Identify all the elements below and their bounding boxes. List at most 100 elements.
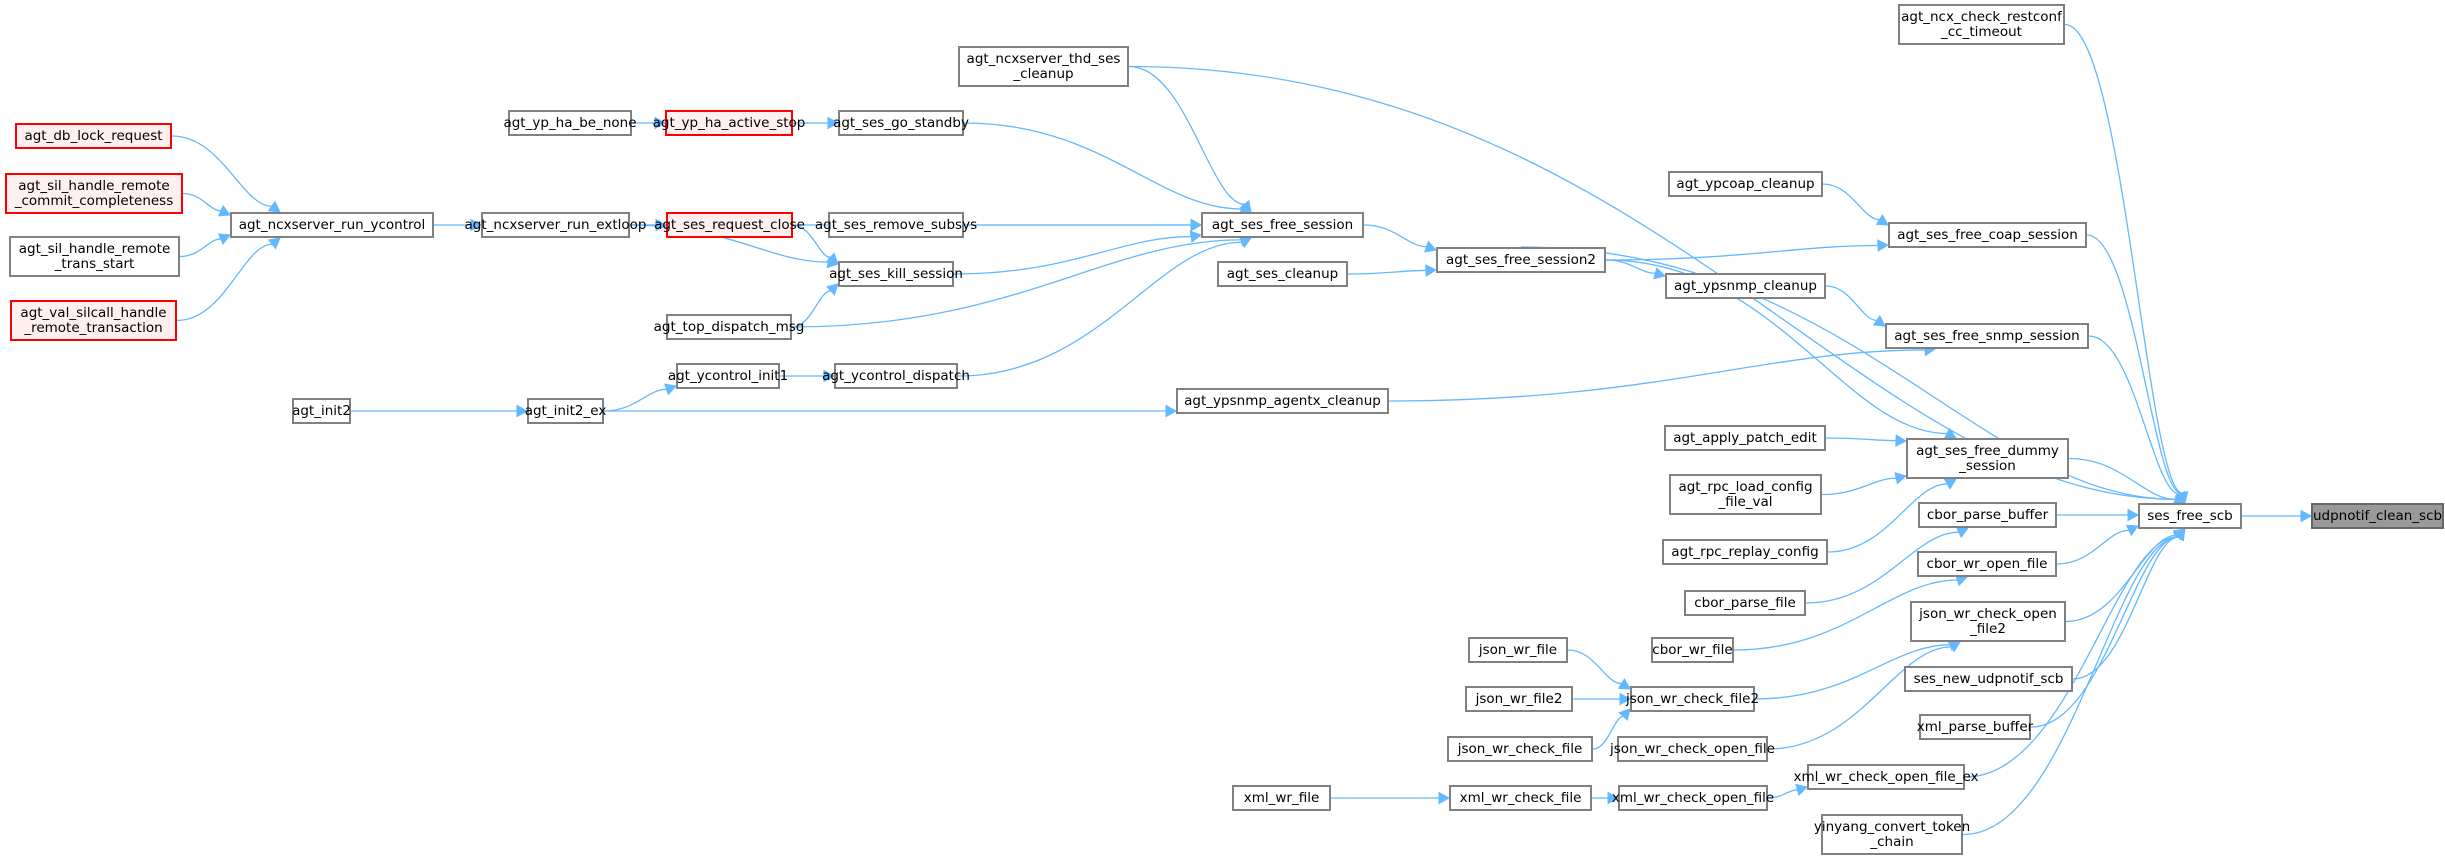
node-ses-new-udpnotif-scb[interactable]: ses_new_udpnotif_scb — [1904, 666, 2073, 692]
node-label: agt_ncxserver_run_ycontrol — [238, 216, 426, 233]
node-label: xml_parse_buffer — [1916, 718, 2034, 735]
node-label: cbor_parse_file — [1694, 594, 1796, 611]
node-agt-init2-ex[interactable]: agt_init2_ex — [525, 398, 606, 424]
node-xml-wr-file[interactable]: xml_wr_file — [1232, 785, 1331, 811]
node-agt-ses-free-dummy-session[interactable]: agt_ses_free_dummy _session — [1906, 438, 2069, 479]
edge-xml-parse-buffer-to-ses-free-scb — [2030, 536, 2179, 728]
arrowhead-icon — [2125, 524, 2139, 537]
node-agt-ses-free-snmp-session[interactable]: agt_ses_free_snmp_session — [1885, 323, 2089, 349]
arrowhead-icon — [1894, 472, 1908, 485]
edge-agt-ses-kill-session-to-agt-ses-free-session — [953, 235, 1192, 275]
edge-json-wr-check-file-to-json-wr-check-file2 — [1592, 715, 1624, 750]
edge-yinyang-convert-token-chain-to-ses-free-scb — [1962, 536, 2179, 836]
node-agt-ycontrol-dispatch[interactable]: agt_ycontrol_dispatch — [822, 363, 970, 389]
edge-agt-ycontrol-dispatch-to-agt-ses-free-session — [957, 241, 1242, 377]
node-agt-yp-ha-be-none[interactable]: agt_yp_ha_be_none — [503, 110, 637, 136]
node-label: agt_ses_free_snmp_session — [1894, 327, 2080, 344]
edge-xml-wr-check-open-file-ex-to-ses-free-scb — [1964, 535, 2179, 778]
arrowhead-icon — [823, 369, 836, 383]
node-xml-wr-check-open-file-ex[interactable]: xml_wr_check_open_file_ex — [1793, 764, 1979, 790]
node-yinyang-convert-token-chain[interactable]: yinyang_convert_token _chain — [1814, 814, 1970, 855]
node-label: agt_ses_free_session2 — [1446, 251, 1596, 268]
node-agt-ses-remove-subsys[interactable]: agt_ses_remove_subsys — [815, 212, 977, 238]
edge-agt-top-dispatch-msg-to-agt-ses-kill-session — [791, 290, 831, 328]
node-agt-ses-go-standby[interactable]: agt_ses_go_standby — [833, 110, 969, 136]
edge-agt-ses-free-session-to-agt-ses-free-session2 — [1363, 224, 1427, 248]
node-json-wr-file[interactable]: json_wr_file — [1468, 637, 1568, 663]
edge-agt-ypsnmp-agentx-cleanup-to-agt-ses-free-snmp-session — [1388, 349, 1926, 402]
node-label: agt_val_silcall_handle _remote_transacti… — [20, 304, 167, 336]
node-label: agt_top_dispatch_msg — [653, 318, 805, 335]
node-label: agt_yp_ha_be_none — [503, 114, 637, 131]
node-agt-rpc-load-config-file-val[interactable]: agt_rpc_load_config _file_val — [1669, 474, 1822, 515]
node-label: agt_sil_handle_remote _commit_completene… — [14, 177, 174, 209]
edge-agt-db-lock-request-to-agt-ncxserver-run-ycontrol — [171, 135, 272, 207]
node-label: xml_wr_file — [1243, 789, 1320, 806]
node-agt-init2[interactable]: agt_init2 — [292, 398, 351, 424]
node-label: agt_init2 — [292, 402, 351, 419]
node-json-wr-check-file2[interactable]: json_wr_check_file2 — [1626, 686, 1759, 712]
node-agt-ncx-check-restconf-cc-timeout[interactable]: agt_ncx_check_restconf _cc_timeout — [1898, 4, 2065, 45]
node-label: cbor_wr_open_file — [1926, 555, 2048, 572]
edge-agt-ses-free-session2-to-agt-ypsnmp-cleanup — [1605, 259, 1656, 275]
edge-agt-ses-free-session2-to-agt-ses-free-dummy-session — [1605, 259, 1948, 435]
node-label: agt_yp_ha_active_stop — [652, 114, 806, 131]
arrowhead-icon — [1895, 434, 1908, 447]
node-label: xml_wr_check_open_file_ex — [1793, 768, 1979, 785]
node-xml-wr-check-open-file[interactable]: xml_wr_check_open_file — [1612, 785, 1774, 811]
arrowhead-icon — [1165, 404, 1178, 418]
node-agt-ses-free-session[interactable]: agt_ses_free_session — [1201, 212, 1364, 238]
node-agt-ses-cleanup[interactable]: agt_ses_cleanup — [1217, 261, 1348, 287]
arrowhead-icon — [1947, 641, 1961, 653]
node-agt-sil-handle-remote-trans-start[interactable]: agt_sil_handle_remote _trans_start — [9, 236, 180, 277]
node-ses-free-scb[interactable]: ses_free_scb — [2138, 503, 2242, 529]
node-cbor-wr-file[interactable]: cbor_wr_file — [1651, 637, 1734, 663]
node-agt-apply-patch-edit[interactable]: agt_apply_patch_edit — [1664, 425, 1826, 451]
node-agt-ypsnmp-cleanup[interactable]: agt_ypsnmp_cleanup — [1665, 273, 1826, 299]
edge-agt-ses-cleanup-to-agt-ses-free-session2 — [1347, 269, 1427, 275]
node-label: agt_apply_patch_edit — [1673, 429, 1817, 446]
node-agt-rpc-replay-config[interactable]: agt_rpc_replay_config — [1662, 539, 1828, 565]
node-agt-ncxserver-thd-ses-cleanup[interactable]: agt_ncxserver_thd_ses _cleanup — [958, 46, 1129, 87]
arrowhead-icon — [1425, 264, 1438, 277]
node-agt-ycontrol-init1[interactable]: agt_ycontrol_init1 — [668, 363, 788, 389]
node-agt-ses-free-coap-session[interactable]: agt_ses_free_coap_session — [1888, 222, 2087, 248]
node-json-wr-check-open-file[interactable]: json_wr_check_open_file — [1610, 736, 1775, 762]
node-xml-parse-buffer[interactable]: xml_parse_buffer — [1916, 714, 2034, 740]
node-label: agt_ypsnmp_cleanup — [1674, 277, 1817, 294]
node-label: cbor_wr_file — [1652, 641, 1733, 658]
node-xml-wr-check-file[interactable]: xml_wr_check_file — [1449, 785, 1592, 811]
node-cbor-parse-buffer[interactable]: cbor_parse_buffer — [1918, 502, 2057, 528]
node-cbor-parse-file[interactable]: cbor_parse_file — [1684, 590, 1806, 616]
node-label: agt_sil_handle_remote _trans_start — [18, 240, 171, 272]
edge-cbor-wr-open-file-to-ses-free-scb — [2056, 529, 2129, 565]
node-agt-ncxserver-run-ycontrol[interactable]: agt_ncxserver_run_ycontrol — [230, 212, 434, 238]
node-agt-ses-kill-session[interactable]: agt_ses_kill_session — [829, 261, 963, 287]
edge-agt-ses-free-session2-to-agt-ses-free-coap-session — [1605, 244, 1879, 261]
node-json-wr-check-file[interactable]: json_wr_check_file — [1447, 736, 1593, 762]
node-cbor-wr-open-file[interactable]: cbor_wr_open_file — [1917, 551, 2057, 577]
node-agt-ses-request-close[interactable]: agt_ses_request_close — [654, 212, 805, 238]
node-label: agt_ses_go_standby — [833, 114, 969, 131]
node-label: yinyang_convert_token _chain — [1813, 818, 1971, 850]
node-label: json_wr_check_open _file2 — [1919, 605, 2057, 637]
edge-agt-ses-go-standby-to-agt-ses-free-session — [963, 122, 1242, 210]
arrowhead-icon — [825, 252, 839, 265]
node-agt-db-lock-request[interactable]: agt_db_lock_request — [15, 123, 172, 149]
node-json-wr-file2[interactable]: json_wr_file2 — [1465, 686, 1573, 712]
node-agt-yp-ha-active-stop[interactable]: agt_yp_ha_active_stop — [653, 110, 805, 136]
edge-agt-ncx-check-restconf-cc-timeout-to-ses-free-scb — [2064, 23, 2183, 494]
arrowhead-icon — [1190, 218, 1203, 232]
node-agt-top-dispatch-msg[interactable]: agt_top_dispatch_msg — [654, 314, 804, 340]
arrowhead-icon — [1877, 239, 1890, 252]
node-label: agt_ncxserver_thd_ses _cleanup — [966, 50, 1121, 82]
node-agt-ypcoap-cleanup[interactable]: agt_ypcoap_cleanup — [1668, 171, 1823, 197]
node-agt-ses-free-session2[interactable]: agt_ses_free_session2 — [1436, 247, 1606, 273]
node-agt-val-silcall-handle-remote-transaction[interactable]: agt_val_silcall_handle _remote_transacti… — [10, 300, 177, 341]
node-agt-sil-handle-remote-commit-completeness[interactable]: agt_sil_handle_remote _commit_completene… — [5, 173, 183, 214]
edge-json-wr-check-open-file-to-json-wr-check-open-file2 — [1767, 646, 1952, 750]
node-agt-ypsnmp-agentx-cleanup[interactable]: agt_ypsnmp_agentx_cleanup — [1176, 388, 1389, 414]
node-agt-ncxserver-run-extloop[interactable]: agt_ncxserver_run_extloop — [465, 212, 646, 238]
node-json-wr-check-open-file2[interactable]: json_wr_check_open _file2 — [1910, 601, 2066, 642]
